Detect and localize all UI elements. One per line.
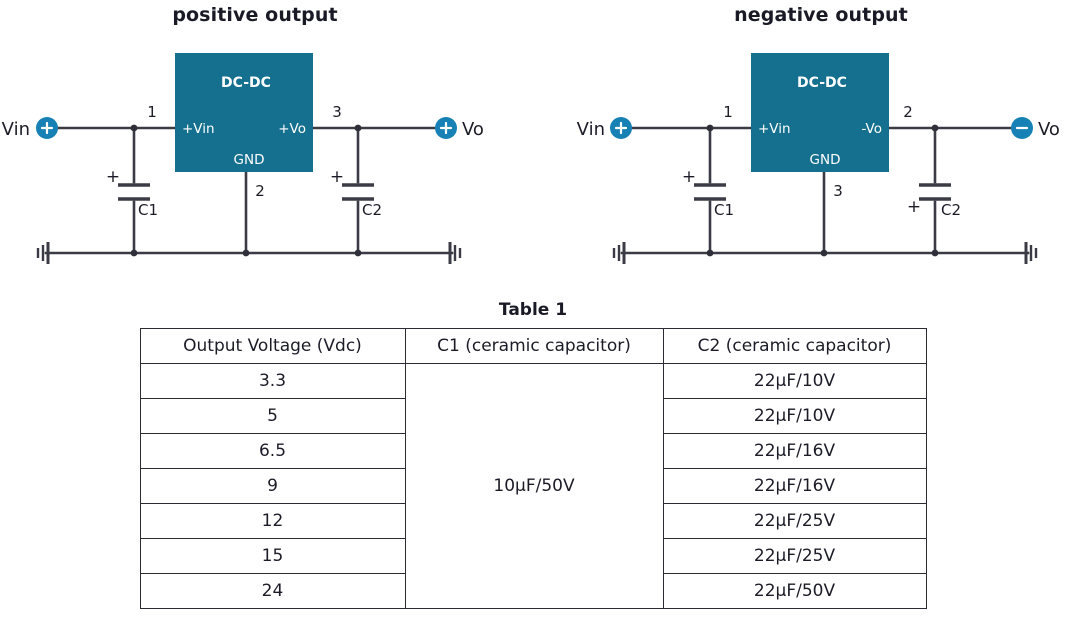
table-caption: Table 1 bbox=[498, 300, 568, 320]
ground-symbol-right-neg bbox=[1024, 242, 1038, 264]
pin-label-vo-neg: -Vo bbox=[861, 121, 882, 137]
cell-c2-value: 22µF/10V bbox=[662, 398, 927, 434]
c1-label: C1 bbox=[138, 201, 158, 219]
table-row: 5 22µF/10V bbox=[139, 398, 927, 434]
table-row: 6.5 22µF/16V bbox=[139, 433, 927, 469]
c2-polarity-sign: + bbox=[330, 167, 344, 187]
pin-number-1-neg: 1 bbox=[723, 103, 733, 121]
pin-label-vin-neg: +Vin bbox=[758, 121, 791, 137]
node-vin-neg bbox=[706, 124, 714, 132]
positive-output-schematic: + C1 + C2 bbox=[2, 53, 484, 264]
ground-symbol-left bbox=[36, 242, 50, 264]
c1-label-neg: C1 bbox=[714, 201, 734, 219]
c1-polarity-sign-neg: + bbox=[682, 167, 696, 187]
table-row: 9 22µF/16V bbox=[139, 468, 927, 504]
circuit-diagrams-area: positive output negative output + C1 + bbox=[0, 0, 1066, 292]
dcdc-module-negative[interactable] bbox=[751, 53, 889, 172]
cell-c2-value: 22µF/50V bbox=[662, 573, 927, 609]
cell-output-voltage: 3.3 bbox=[139, 363, 406, 399]
cell-c1-value: 10µF/50V bbox=[404, 363, 664, 609]
spec-table-section: Table 1 Output Voltage (Vdc) C1 (ceramic… bbox=[0, 300, 1066, 609]
cell-c2-value: 22µF/10V bbox=[662, 363, 927, 399]
vin-terminal-label-neg: Vin bbox=[577, 119, 605, 140]
node-gnd-ic bbox=[242, 249, 250, 257]
node-gnd-c2 bbox=[354, 249, 362, 257]
node-gnd-ic-neg bbox=[820, 249, 828, 257]
vin-terminal-plus-icon[interactable] bbox=[36, 117, 58, 139]
header-c2: C2 (ceramic capacitor) bbox=[662, 328, 927, 364]
c2-label-neg: C2 bbox=[941, 201, 961, 219]
pin-number-3-neg: 3 bbox=[833, 182, 843, 200]
dcdc-module-label-neg: DC-DC bbox=[797, 75, 847, 91]
negative-circuit-title: negative output bbox=[734, 4, 908, 26]
table-row: 15 22µF/25V bbox=[139, 538, 927, 574]
table-header-row: Output Voltage (Vdc) C1 (ceramic capacit… bbox=[139, 328, 927, 364]
schematic-svg: + C1 + C2 bbox=[2, 53, 1060, 264]
c1-polarity-sign: + bbox=[106, 167, 120, 187]
cell-output-voltage: 24 bbox=[139, 573, 406, 609]
table-body: 3.3 10µF/50V 22µF/10V 5 22µF/10V 6.5 22µ… bbox=[139, 363, 927, 609]
cell-c2-value: 22µF/25V bbox=[662, 503, 927, 539]
node-vo bbox=[354, 124, 362, 132]
table-row: 3.3 10µF/50V 22µF/10V bbox=[139, 363, 927, 609]
positive-circuit-title: positive output bbox=[172, 4, 338, 26]
cell-output-voltage: 12 bbox=[139, 503, 406, 539]
capacitor-spec-table: Output Voltage (Vdc) C1 (ceramic capacit… bbox=[139, 328, 927, 609]
c2-polarity-sign-neg: + bbox=[907, 197, 921, 217]
vin-terminal-plus-icon-neg[interactable] bbox=[610, 117, 632, 139]
cell-output-voltage: 15 bbox=[139, 538, 406, 574]
pin-number-3: 3 bbox=[332, 103, 342, 121]
cell-output-voltage: 9 bbox=[139, 468, 406, 504]
negative-output-schematic: + C1 + C2 bbox=[577, 53, 1060, 264]
node-vin bbox=[130, 124, 138, 132]
cell-c2-value: 22µF/16V bbox=[662, 433, 927, 469]
node-gnd-c1-neg bbox=[706, 249, 714, 257]
c2-label: C2 bbox=[362, 201, 382, 219]
node-gnd-c2-neg bbox=[931, 249, 939, 257]
header-output-voltage: Output Voltage (Vdc) bbox=[139, 328, 406, 364]
pin-label-gnd-neg: GND bbox=[810, 152, 841, 168]
cell-output-voltage: 5 bbox=[139, 398, 406, 434]
pin-label-vo: +Vo bbox=[278, 121, 306, 137]
cell-output-voltage: 6.5 bbox=[139, 433, 406, 469]
pin-number-1: 1 bbox=[147, 103, 157, 121]
table-row: 24 22µF/50V bbox=[139, 573, 927, 609]
table-row: 12 22µF/25V bbox=[139, 503, 927, 539]
pin-label-gnd: GND bbox=[234, 152, 265, 168]
ground-symbol-right bbox=[448, 242, 462, 264]
dcdc-module-positive[interactable] bbox=[175, 53, 313, 172]
vo-terminal-minus-icon[interactable] bbox=[1011, 117, 1033, 139]
node-vo-neg bbox=[931, 124, 939, 132]
vo-terminal-plus-icon[interactable] bbox=[435, 117, 457, 139]
node-gnd-c1 bbox=[130, 249, 138, 257]
header-c1: C1 (ceramic capacitor) bbox=[404, 328, 664, 364]
pin-label-vin: +Vin bbox=[182, 121, 215, 137]
pin-number-2: 2 bbox=[255, 182, 265, 200]
cell-c2-value: 22µF/25V bbox=[662, 538, 927, 574]
pin-number-2-neg: 2 bbox=[903, 103, 913, 121]
vin-terminal-label: Vin bbox=[2, 119, 30, 140]
vo-terminal-label: Vo bbox=[462, 119, 484, 140]
dcdc-module-label: DC-DC bbox=[221, 75, 271, 91]
cell-c2-value: 22µF/16V bbox=[662, 468, 927, 504]
ground-symbol-left-neg bbox=[612, 242, 626, 264]
vo-terminal-label-neg: Vo bbox=[1038, 119, 1060, 140]
